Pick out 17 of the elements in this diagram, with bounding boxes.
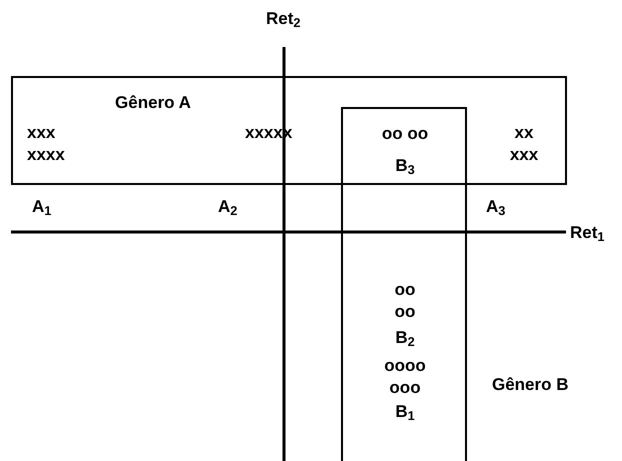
group-box: [11, 76, 567, 185]
axis-label: A$_{3}$: [486, 196, 506, 218]
group-text: xx xxx: [508, 122, 540, 166]
group-text: oo oo: [394, 279, 416, 323]
axis-label: A$_{1}$: [32, 196, 52, 218]
group-text: B$_{1}$: [394, 401, 416, 423]
group-text: B$_{2}$: [394, 327, 416, 349]
group-text: oooo ooo: [383, 355, 427, 399]
axis-label: Ret$_{2}$: [266, 8, 300, 30]
axis-label: Ret$_{1}$: [570, 222, 604, 244]
group-text: B$_{3}$: [394, 155, 416, 177]
group-text: xxx xxxx: [27, 122, 66, 166]
axis-label: A$_{2}$: [218, 196, 238, 218]
group-text: Gênero A: [114, 92, 192, 114]
group-box: [341, 107, 467, 461]
group-label: Gênero B: [492, 374, 569, 396]
group-text: oo oo: [380, 123, 430, 145]
